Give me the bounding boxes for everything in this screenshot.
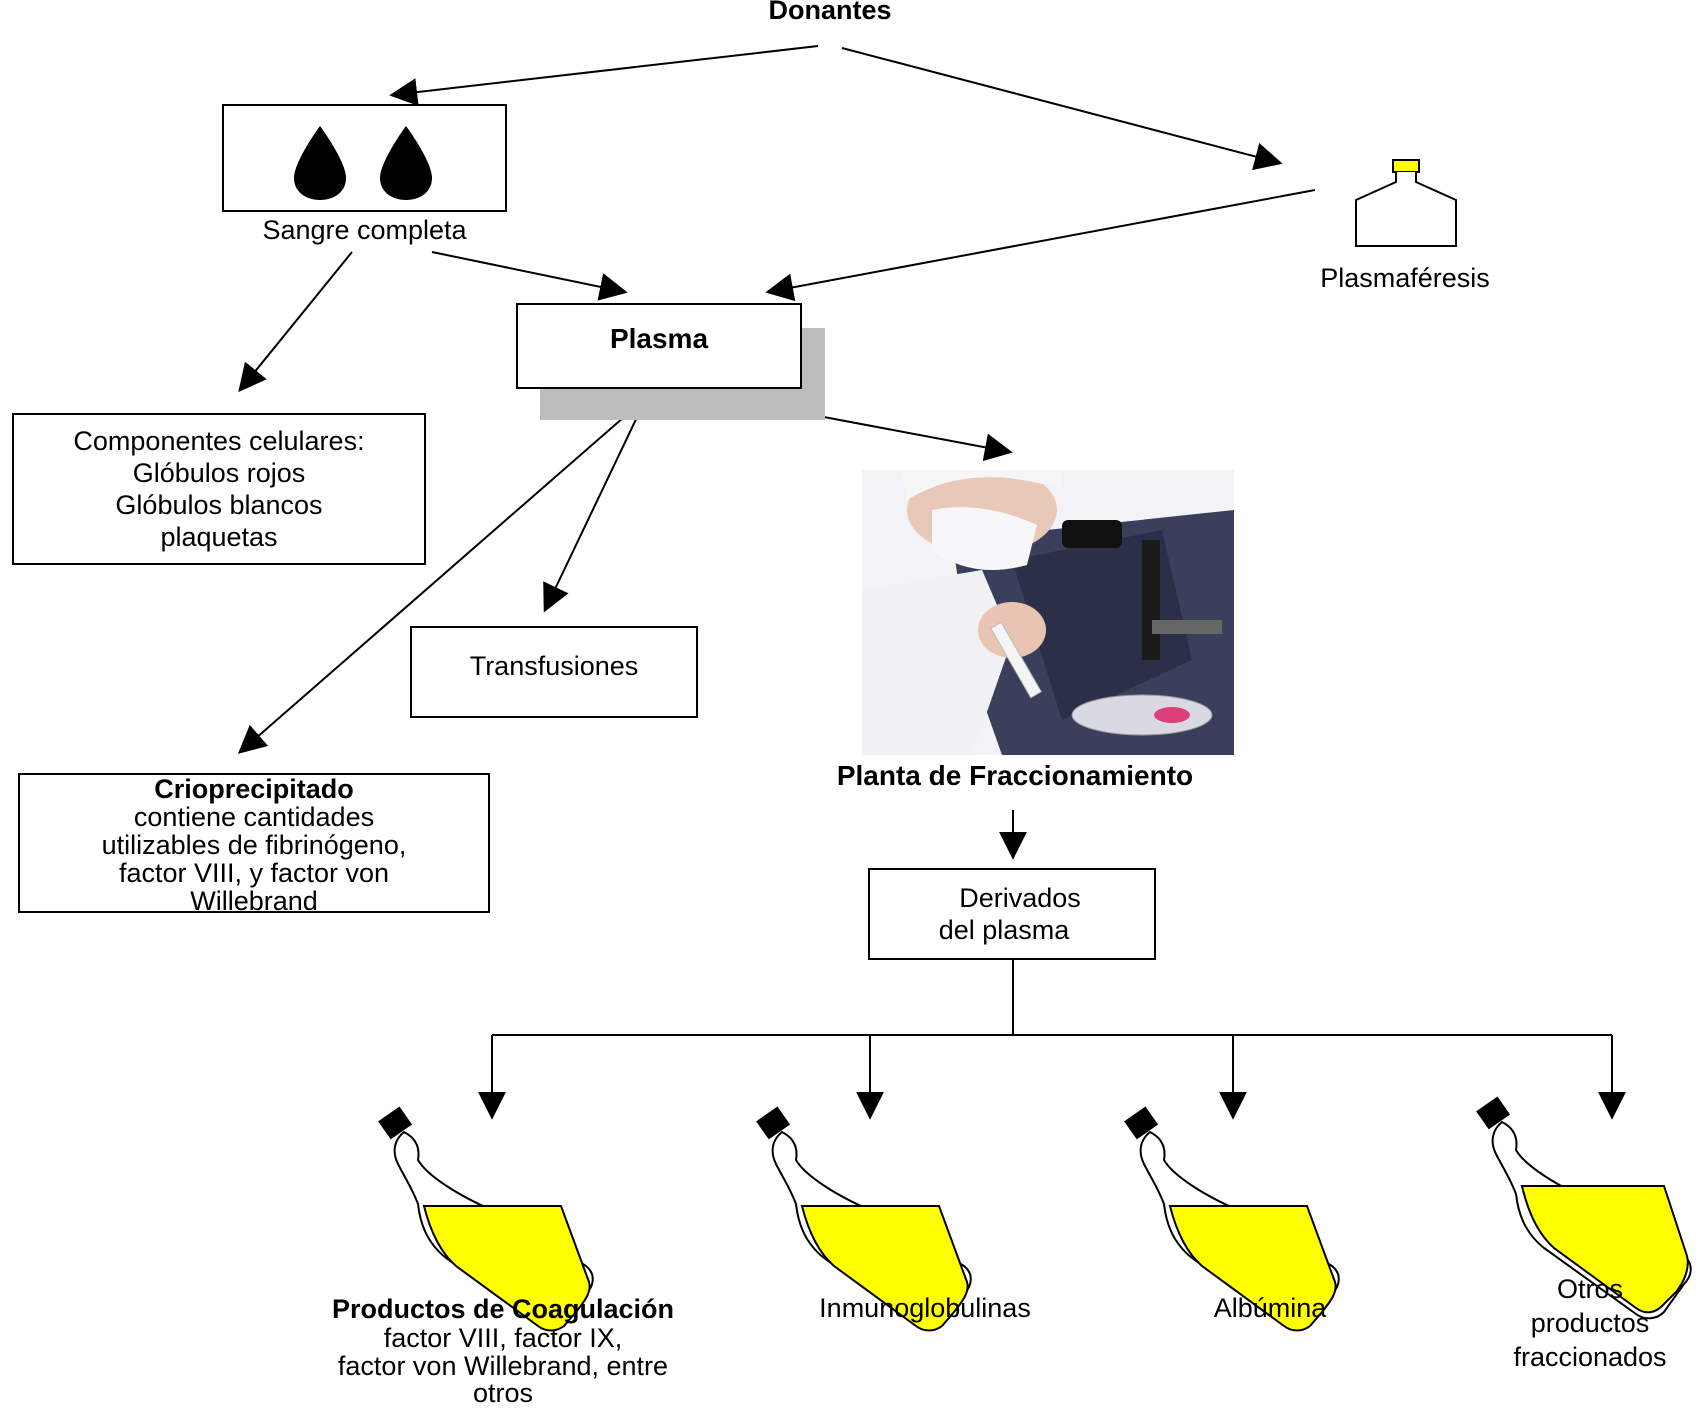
coagulacion-line-1: factor VIII, factor IX,	[383, 1323, 623, 1353]
arrow-donantes-to-plasmaferesis	[841, 47, 1283, 171]
coagulacion-title: Productos de Coagulación	[331, 1294, 675, 1324]
crioprecipitado-line-3: factor VIII, y factor von	[118, 858, 390, 888]
sangre-completa-label: Sangre completa	[262, 215, 467, 245]
sangre-completa-box	[222, 104, 507, 212]
componentes-line-3: Glóbulos blancos	[115, 490, 323, 520]
planta-label: Planta de Fraccionamiento	[836, 760, 1194, 791]
transfusiones-box: Transfusiones	[410, 626, 698, 718]
lab-technician-image	[862, 470, 1234, 755]
coagulacion-line-2: factor von Willebrand, entre	[337, 1351, 669, 1381]
otros-line-3: fraccionados	[1513, 1342, 1667, 1372]
blood-drop-left	[294, 126, 346, 200]
plasmaferesis-label: Plasmaféresis	[1320, 263, 1490, 293]
arrow-sangre-to-plasma	[431, 251, 628, 301]
otros-line-2: productos	[1530, 1308, 1650, 1338]
transfusiones-label: Transfusiones	[469, 651, 639, 681]
crioprecipitado-title: Crioprecipitado	[154, 774, 354, 804]
otros-line-1: Otros	[1556, 1274, 1623, 1304]
diagram-title: Donantes	[768, 0, 892, 25]
crioprecipitado-line-2: utilizables de fibrinógeno,	[101, 830, 407, 860]
componentes-box: Componentes celulares: Glóbulos rojos Gl…	[12, 413, 426, 565]
arrow-donantes-to-sangre	[389, 45, 819, 107]
plasma-label: Plasma	[609, 323, 709, 354]
componentes-line-1: Componentes celulares:	[73, 426, 365, 456]
inmunoglobulinas-label: Inmunoglobulinas	[819, 1293, 1031, 1323]
coagulacion-line-3: otros	[472, 1378, 534, 1408]
componentes-line-4: plaquetas	[160, 522, 278, 552]
blood-drop-right	[380, 126, 432, 200]
componentes-line-2: Glóbulos rojos	[132, 458, 306, 488]
plasma-box: Plasma	[516, 303, 802, 389]
crioprecipitado-box: Crioprecipitado contiene cantidades util…	[18, 773, 490, 913]
derivados-box: Derivados del plasma	[868, 868, 1156, 960]
crioprecipitado-line-4: Willebrand	[190, 886, 318, 913]
planta-photo	[862, 470, 1234, 755]
derivados-line-1: Derivados	[959, 883, 1081, 913]
arrow-sangre-to-componentes	[238, 251, 353, 393]
arrow-plasma-to-crioprecipitado	[237, 389, 656, 754]
arrow-plasma-to-transfusiones	[543, 389, 651, 613]
albumina-label: Albúmina	[1213, 1293, 1327, 1323]
derivados-line-2: del plasma	[938, 915, 1070, 945]
otros-label-group: Otros productos fraccionados	[1490, 1272, 1690, 1374]
crioprecipitado-line-1: contiene cantidades	[133, 802, 375, 832]
coagulacion-label-group: Productos de Coagulación factor VIII, fa…	[268, 1294, 738, 1408]
arrow-plasmaferesis-to-plasma	[765, 189, 1316, 302]
blood-drops-icon	[294, 126, 432, 200]
